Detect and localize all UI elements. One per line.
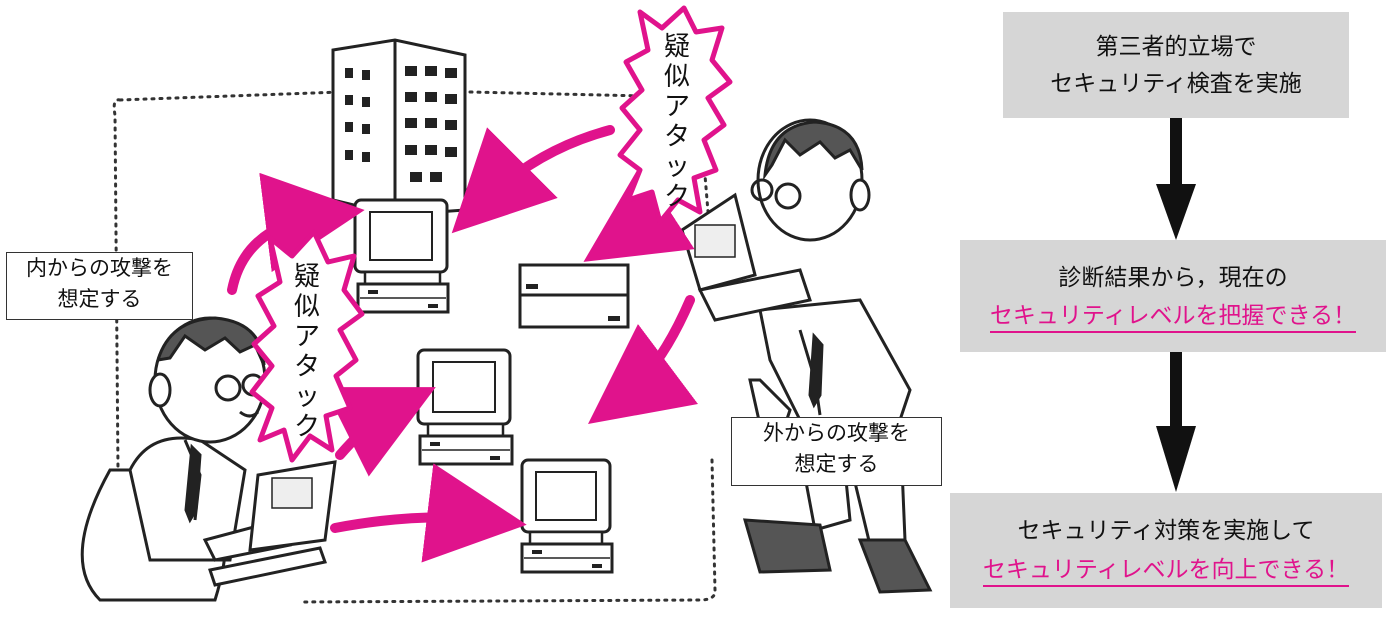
attack-balloon-inside <box>249 229 365 463</box>
flow-step2-highlight: セキュリティレベルを把握できる！ <box>989 303 1357 333</box>
attack-arrow <box>451 125 615 234</box>
inside-attack-label-line1: 内からの攻撃を <box>26 256 173 280</box>
flow-step2-line1: 診断結果から，現在の <box>1058 265 1288 291</box>
attack-arrow <box>330 463 527 563</box>
flow-step1-line1: 第三者的立場で <box>1095 34 1257 60</box>
flow-step3-highlight: セキュリティレベルを向上できる！ <box>982 557 1350 587</box>
flow-arrow-down-icon <box>1156 118 1196 240</box>
outside-attack-label-line2: 想定する <box>794 452 879 476</box>
flow-step3-line1: セキュリティ対策を実施して <box>1017 518 1315 544</box>
flow-step-inspection: 第三者的立場で セキュリティ検査を実施 <box>1003 12 1349 118</box>
security-illustration <box>80 5 933 604</box>
attack-arrow <box>227 172 365 295</box>
computer-icon <box>416 348 514 466</box>
computer-icon <box>353 198 450 314</box>
office-building-icon <box>331 38 467 217</box>
attack-arrow <box>323 387 436 477</box>
attack-balloon-outside <box>617 5 733 225</box>
outside-attack-label: 外からの攻撃を 想定する <box>731 417 942 486</box>
outside-attacker-person-icon <box>680 118 933 594</box>
computer-icon <box>520 458 614 574</box>
inside-attacker-person-icon <box>80 316 337 602</box>
attack-text-outside: 疑似アタック <box>663 32 690 212</box>
inside-attack-label: 内からの攻撃を 想定する <box>6 252 193 320</box>
outside-attack-label-line1: 外からの攻撃を <box>763 421 910 445</box>
network-boundary <box>112 90 717 604</box>
flow-arrow-down-icon <box>1156 352 1196 492</box>
server-icon <box>518 263 630 329</box>
flow-step-diagnosis: 診断結果から，現在の セキュリティレベルを把握できる！ <box>960 240 1386 352</box>
flow-step1-line2: セキュリティ検査を実施 <box>1050 71 1302 97</box>
attack-arrow <box>588 295 699 425</box>
attack-text-inside: 疑似アタック <box>293 262 320 442</box>
inside-attack-label-line2: 想定する <box>57 287 142 311</box>
flow-step-countermeasure: セキュリティ対策を実施して セキュリティレベルを向上できる！ <box>950 493 1382 608</box>
